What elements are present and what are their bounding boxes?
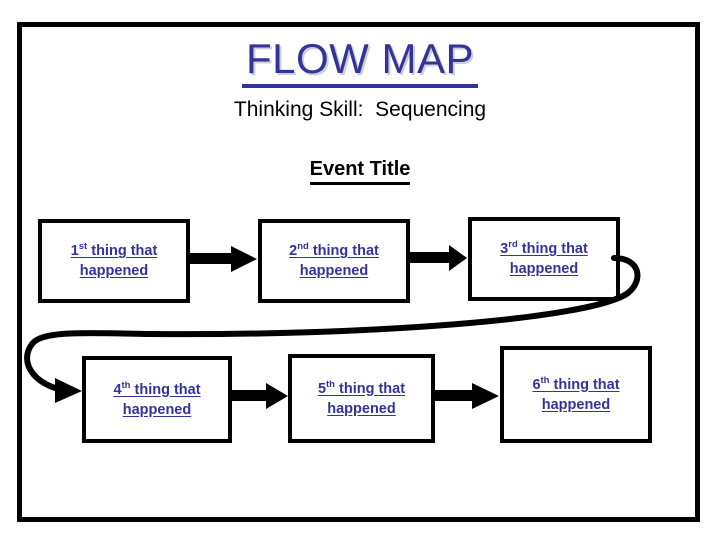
flow-step-line1-1: thing that (87, 243, 158, 259)
flow-step-ordinal-4: 4 (113, 381, 122, 398)
flow-step-line1-6: thing that (549, 376, 620, 393)
flow-step-ordinal-1: 1 (70, 243, 79, 259)
flow-step-line2-4: happened (122, 401, 192, 418)
flow-step-line2-5: happened (327, 400, 396, 417)
flow-step-box-1[interactable]: 1st thing that happened (38, 219, 190, 303)
flow-step-box-5[interactable]: 5th thing that happened (288, 354, 435, 443)
flow-step-suffix-2: nd (297, 241, 309, 252)
flow-step-ordinal-3: 3 (500, 241, 509, 257)
flow-step-text-5: 5th thing that happened (314, 379, 409, 419)
flow-step-line2-3: happened (509, 261, 579, 277)
flow-step-line1-2: thing that (308, 243, 379, 259)
flow-step-text-1: 1st thing that happened (67, 241, 162, 281)
flow-step-suffix-3: rd (508, 239, 518, 250)
event-title-heading: Event Title (0, 157, 720, 185)
flow-step-suffix-5: th (326, 378, 335, 390)
flow-step-text-3: 3rd thing that happened (496, 239, 592, 279)
subtitle-thinking-skill: Thinking Skill: Sequencing (233, 98, 487, 121)
flow-step-box-3[interactable]: 3rd thing that happened (468, 217, 620, 301)
flow-step-text-2: 2nd thing that happened (285, 241, 383, 281)
flow-step-ordinal-6: 6 (532, 376, 541, 393)
event-title-label: Event Title (309, 157, 411, 185)
flow-step-suffix-1: st (78, 241, 88, 252)
flow-step-ordinal-2: 2 (289, 243, 298, 259)
flow-step-line2-2: happened (299, 263, 369, 279)
flow-step-box-2[interactable]: 2nd thing that happened (258, 219, 410, 303)
flow-step-line2-6: happened (541, 396, 611, 413)
flow-step-ordinal-5: 5 (317, 380, 327, 397)
flow-step-line1-4: thing that (130, 381, 201, 398)
flow-step-line2-1: happened (79, 263, 149, 279)
flow-step-line1-5: thing that (334, 380, 406, 397)
slide-border-frame (17, 22, 700, 522)
flow-step-line1-3: thing that (517, 241, 588, 257)
